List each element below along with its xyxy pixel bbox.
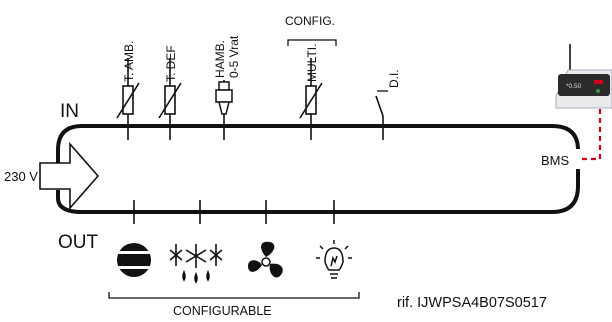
configurable-label: CONFIGURABLE	[173, 304, 272, 318]
input-label-t-amb: T. AMB.	[122, 41, 136, 82]
config-bracket: CONFIG.	[285, 14, 337, 46]
input-t-amb: T. AMB.	[116, 41, 140, 140]
bms-label: BMS	[541, 153, 570, 168]
out-label: OUT	[58, 232, 99, 253]
reference-code: rif. IJWPSA4B07S0517	[397, 295, 547, 311]
controller-device-icon: *0.50	[555, 44, 612, 109]
fan-icon	[248, 241, 283, 278]
config-label: CONFIG.	[285, 14, 335, 28]
configurable-bracket: CONFIGURABLE	[108, 292, 360, 318]
input-multi: MULTI.	[299, 44, 323, 140]
output-ticks	[133, 200, 335, 224]
input-hamb: HAMB. 0-5 Vrat	[213, 35, 241, 140]
input-label-hamb-range: 0-5 Vrat	[227, 35, 241, 78]
bms-link-line	[582, 108, 602, 161]
input-digital: D.I.	[375, 69, 401, 140]
input-label-t-def: T. DEF	[164, 45, 178, 82]
input-label-hamb: HAMB.	[213, 40, 227, 78]
in-label: IN	[60, 101, 79, 122]
compressor-icon	[117, 243, 151, 277]
input-t-def: T. DEF	[158, 45, 182, 140]
voltage-label: 230 V	[4, 169, 38, 184]
defrost-icon	[169, 244, 223, 284]
power-input-arrow	[39, 141, 100, 211]
device-display: *0.50	[566, 83, 582, 90]
input-label-multi: MULTI.	[305, 44, 319, 82]
light-bulb-icon	[316, 240, 352, 279]
bus-loop	[56, 124, 580, 214]
input-label-di: D.I.	[387, 69, 401, 88]
